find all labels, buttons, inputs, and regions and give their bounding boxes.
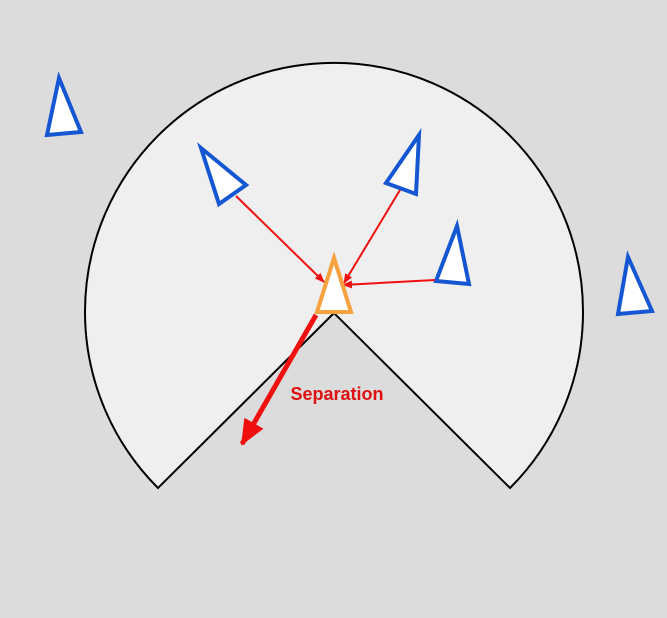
outside-boid-right — [615, 250, 655, 317]
outside-boid-left — [44, 71, 84, 138]
separation-label: Separation — [290, 384, 383, 404]
separation-arrow — [239, 313, 319, 446]
focal-boid — [314, 251, 354, 314]
repulsion-arrow-2 — [343, 189, 401, 284]
neighbor-boid-2 — [382, 128, 422, 197]
repulsion-arrow-3 — [342, 279, 436, 289]
neighbor-boid-3 — [433, 218, 472, 287]
neighbor-boid-1 — [197, 142, 250, 208]
repulsion-arrow-1 — [235, 195, 325, 283]
